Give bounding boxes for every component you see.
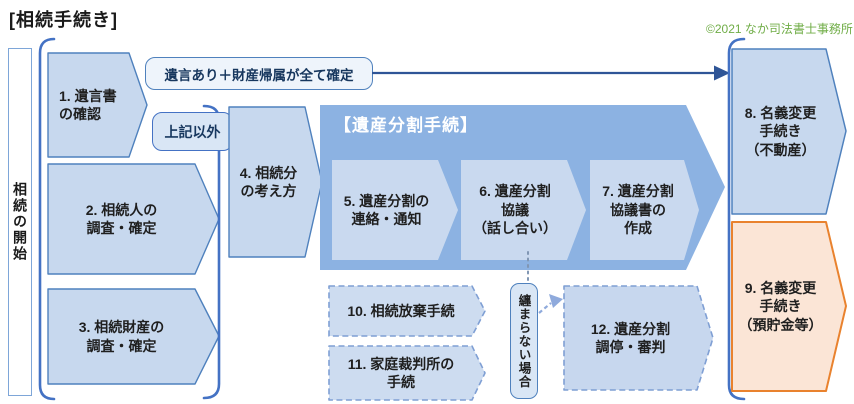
- label-unsettled-case: 纏まらない場合: [510, 283, 538, 399]
- step-2-label: 2. 相続人の 調査・確定: [85, 201, 158, 236]
- estate-division-container-title: 【遺産分割手続】: [334, 116, 478, 135]
- step-7-label: 7. 遺産分割 協議書の 作成: [602, 183, 674, 237]
- dashed-arrow-to-step12: [538, 294, 563, 314]
- step-5-division-notice: 5. 遺産分割の 連絡・通知: [332, 160, 459, 260]
- step-3-label: 3. 相続財産の 調査・確定: [78, 319, 165, 354]
- step-1-label: 1. 遺言書 の確認: [59, 87, 117, 122]
- bracket-left-open: [38, 37, 56, 401]
- label-will-exists: 遺言あり＋財産帰属が全て確定: [145, 57, 373, 90]
- step-10-label: 10. 相続放棄手続: [347, 302, 455, 319]
- start-of-inheritance-box: 相続の開始: [8, 48, 32, 396]
- step-2-heir-investigation: 2. 相続人の 調査・確定: [47, 163, 220, 275]
- step-3-estate-investigation: 3. 相続財産の 調査・確定: [47, 288, 220, 385]
- step-9-label: 9. 名義変更 手続き （預貯金等）: [738, 279, 823, 333]
- step-10-renunciation: 10. 相続放棄手続: [328, 285, 486, 337]
- step-11-label: 11. 家庭裁判所の 手続: [347, 355, 455, 390]
- copyright-text: ©2021 なか司法書士事務所: [706, 22, 853, 36]
- dotted-connector: [527, 251, 529, 283]
- step-9-name-change-deposits: 9. 名義変更 手続き （預貯金等）: [731, 221, 848, 392]
- step-8-label: 8. 名義変更 手続き （不動産）: [744, 104, 817, 158]
- step-7-agreement-document: 7. 遺産分割 協議書の 作成: [590, 160, 700, 260]
- page-title: [相続手続き]: [9, 10, 118, 30]
- label-other-cases: 上記以外: [152, 112, 233, 151]
- step-5-label: 5. 遺産分割の 連絡・通知: [343, 192, 430, 227]
- step-1-will-check: 1. 遺言書 の確認: [47, 52, 148, 158]
- step-4-label: 4. 相続分 の考え方: [239, 164, 298, 199]
- step-6-division-discussion: 6. 遺産分割 協議 （話し合い）: [461, 160, 587, 260]
- step-4-share-concept: 4. 相続分 の考え方: [228, 106, 323, 258]
- step-11-family-court: 11. 家庭裁判所の 手続: [328, 345, 486, 401]
- bracket-right-open: [727, 37, 746, 401]
- step-6-label: 6. 遺産分割 協議 （話し合い）: [473, 183, 557, 237]
- step-12-label: 12. 遺産分割 調停・審判: [590, 320, 671, 355]
- step-12-mediation-adjudication: 12. 遺産分割 調停・審判: [563, 285, 714, 391]
- arrow-will-to-step8: [372, 65, 730, 81]
- step-8-name-change-realestate: 8. 名義変更 手続き （不動産）: [731, 48, 848, 215]
- bracket-left-close: [202, 104, 221, 400]
